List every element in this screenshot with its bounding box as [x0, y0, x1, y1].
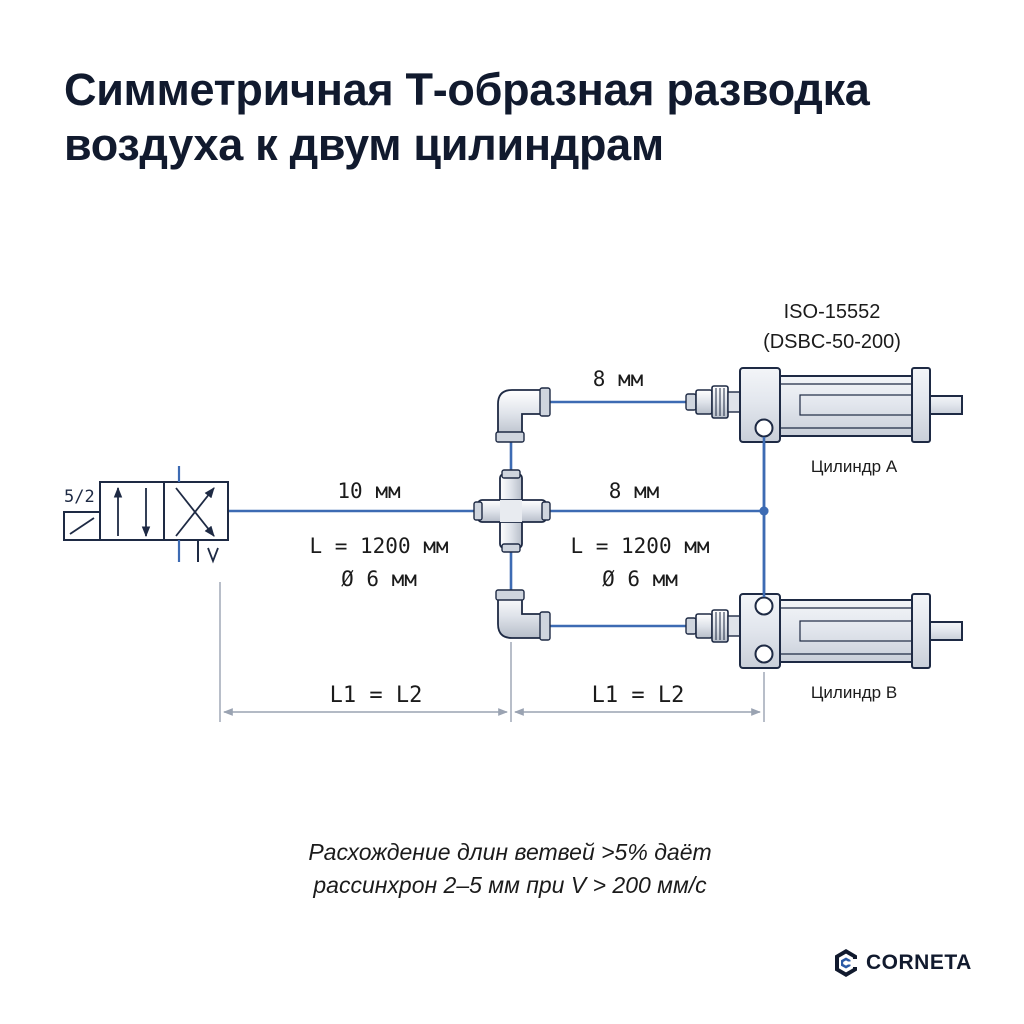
mid-branch-size-label: 8 мм: [609, 479, 660, 503]
brand-name: CORNETA: [866, 951, 972, 974]
cylinder-a-barrel: [779, 375, 913, 437]
note-line-2: рассинхрон 2–5 мм при V > 200 мм/с: [313, 872, 707, 898]
cylinder-b-front-cap: [911, 593, 931, 669]
page-title: Симметричная Т-образная разводка воздуха…: [64, 62, 984, 172]
cylinder-b-label: Цилиндр B: [811, 683, 897, 702]
valve-label: 5/2: [64, 487, 95, 507]
dimension-right-label: L1 = L2: [592, 683, 685, 708]
main-pipe-diameter-label: Ø 6 мм: [341, 567, 417, 591]
mid-branch-diameter-label: Ø 6 мм: [602, 567, 678, 591]
elbow-fitting-bottom: [495, 589, 551, 641]
valve-exhaust-icon: [207, 547, 219, 564]
cylinder-b-rod: [929, 621, 963, 641]
note-line-1: Расхождение длин ветвей >5% даёт: [308, 839, 712, 865]
top-branch-size-label: 8 мм: [593, 367, 644, 391]
elbow-fitting-top: [495, 387, 551, 443]
page-title-line-2: воздуха к двум цилиндрам: [64, 119, 664, 170]
cylinder-spec-line-1: ISO-15552: [784, 301, 881, 323]
corneta-logo-icon: [835, 949, 857, 977]
cylinder-a-rod: [929, 395, 963, 415]
cylinder-b-port-top: [754, 596, 774, 616]
dimension-lines: [219, 582, 765, 722]
brand-logo: CORNETA: [832, 946, 972, 980]
cylinder-b[interactable]: [685, 593, 963, 669]
cylinder-b-port-bottom: [754, 644, 774, 664]
cylinder-a-port: [754, 418, 774, 438]
mid-branch-length-label: L = 1200 мм: [570, 534, 709, 558]
cylinder-spec-line-2: (DSBC-50-200): [763, 331, 901, 353]
cross-fitting: [473, 469, 551, 553]
synchronization-note: Расхождение длин ветвей >5% даёт рассинх…: [200, 836, 820, 902]
cylinder-b-barrel: [779, 599, 913, 663]
cylinder-a-front-cap: [911, 367, 931, 443]
valve-5-2[interactable]: 5/2: [63, 466, 229, 564]
main-pipe-size-label: 10 мм: [337, 479, 401, 503]
main-pipe-length-label: L = 1200 мм: [309, 534, 448, 558]
dimension-left-label: L1 = L2: [330, 683, 423, 708]
cylinder-a-label: Цилиндр A: [811, 457, 898, 476]
page-title-line-1: Симметричная Т-образная разводка: [64, 64, 870, 115]
cylinder-a[interactable]: [685, 367, 963, 443]
